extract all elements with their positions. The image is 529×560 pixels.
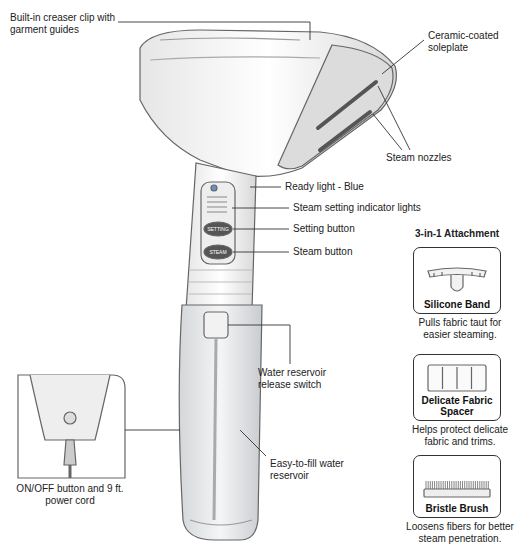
attachment-card: Silicone BandPulls fabric taut for easie… [404, 247, 516, 341]
attachment-name: Silicone Band [424, 299, 490, 310]
attachment-description: Loosens fibers for better steam penetrat… [404, 521, 516, 545]
part-label: Easy-to-fill water reservoir [270, 458, 370, 482]
attachment-card: Bristle BrushLoosens fibers for better s… [404, 455, 516, 545]
part-label: Built-in creaser clip with garment guide… [10, 12, 122, 36]
steamer-head [140, 30, 396, 176]
attachment-icon [418, 359, 496, 395]
power-cord-inset [18, 375, 125, 478]
attachment-icon [418, 263, 496, 299]
part-label: ON/OFF button and 9 ft. power cord [12, 483, 128, 507]
attachment-name: Bristle Brush [426, 503, 489, 514]
attachment-box: Delicate Fabric Spacer [413, 354, 501, 421]
part-label: Steam button [293, 246, 403, 258]
section-heading: 3-in-1 Attachment [415, 228, 525, 240]
attachment-name: Delicate Fabric Spacer [419, 395, 495, 417]
part-label: Setting button [293, 223, 403, 235]
attachment-box: Bristle Brush [413, 455, 501, 518]
button-text: STEAM [204, 249, 232, 255]
attachment-description: Pulls fabric taut for easier steaming. [404, 317, 516, 341]
leader-lines [118, 22, 424, 456]
attachment-card: Delicate Fabric SpacerHelps protect deli… [404, 354, 516, 448]
attachment-description: Helps protect delicate fabric and trims. [404, 424, 516, 448]
part-label: Ceramic-coated soleplate [428, 30, 523, 54]
water-reservoir [179, 305, 262, 540]
part-label: Steam setting indicator lights [293, 202, 453, 214]
part-label: Water reservoir release switch [258, 367, 358, 391]
attachment-icon [418, 467, 496, 503]
attachment-box: Silicone Band [413, 247, 501, 314]
part-label: Ready light - Blue [285, 181, 405, 193]
steamer-handle [186, 163, 256, 310]
part-label: Steam nozzles [386, 152, 486, 164]
button-text: SETTING [204, 226, 232, 232]
